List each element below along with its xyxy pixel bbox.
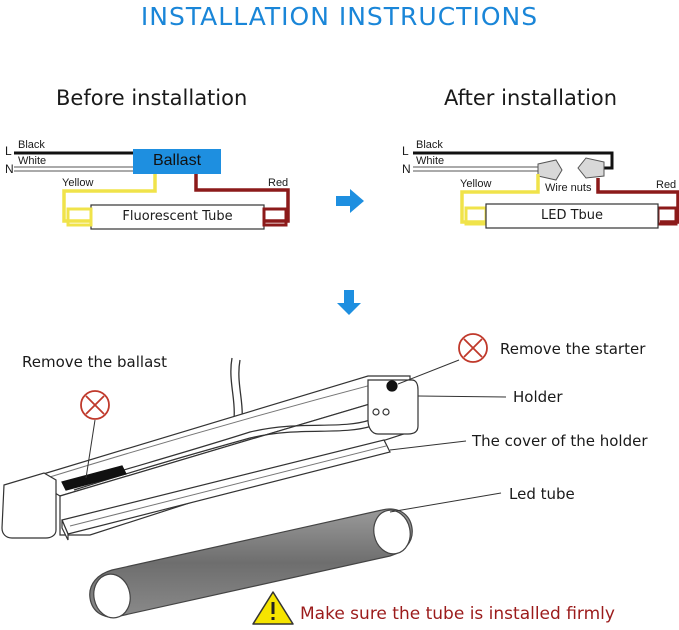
after-n-label: N bbox=[402, 162, 411, 176]
ballast-leader-line bbox=[85, 419, 96, 479]
wire-nut-right-icon bbox=[577, 157, 605, 179]
holder-label: Holder bbox=[513, 388, 563, 406]
starter-leader-line bbox=[397, 359, 460, 385]
ballast-box bbox=[133, 149, 221, 174]
holder-cover-label: The cover of the holder bbox=[472, 432, 648, 450]
before-n-label: N bbox=[5, 162, 14, 176]
remove-ballast-label: Remove the ballast bbox=[22, 353, 167, 371]
right-holder bbox=[367, 379, 419, 435]
after-yellow-label: Yellow bbox=[460, 178, 492, 190]
remove-starter-icon bbox=[458, 333, 488, 363]
led-tube-box bbox=[485, 203, 659, 229]
remove-starter-label: Remove the starter bbox=[500, 340, 646, 358]
after-installation-heading: After installation bbox=[444, 86, 618, 110]
led-tube-illustration bbox=[89, 508, 413, 619]
tube-leader-line bbox=[389, 492, 502, 513]
before-yellow-label: Yellow bbox=[62, 177, 94, 189]
wire-nuts-label: Wire nuts bbox=[545, 182, 592, 194]
holder-leader-line bbox=[417, 395, 507, 398]
down-arrow-icon bbox=[337, 290, 361, 315]
after-l-label: L bbox=[402, 144, 409, 158]
before-yellow-wire bbox=[62, 174, 157, 223]
after-wiring-diagram bbox=[413, 151, 679, 229]
warning-icon bbox=[252, 591, 294, 625]
before-red-wire bbox=[194, 174, 290, 223]
ballast-label: Ballast bbox=[152, 152, 202, 169]
fixture-illustration bbox=[1, 357, 419, 619]
led-tube-callout: Led tube bbox=[509, 485, 575, 503]
starter-component bbox=[386, 380, 398, 392]
cover-leader-line bbox=[389, 440, 467, 451]
before-black-label: Black bbox=[18, 139, 45, 151]
page-title: INSTALLATION INSTRUCTIONS bbox=[140, 2, 539, 31]
after-black-wire bbox=[413, 151, 614, 170]
left-end-cap bbox=[1, 472, 57, 539]
after-red-label: Red bbox=[656, 179, 677, 191]
after-red-wire bbox=[596, 178, 679, 224]
after-yellow-wire bbox=[460, 174, 540, 224]
ballast-component bbox=[61, 465, 127, 491]
wire-nut-left-icon bbox=[537, 159, 563, 181]
before-l-label: L bbox=[5, 144, 12, 158]
remove-ballast-icon bbox=[80, 390, 110, 420]
before-red-label: Red bbox=[268, 177, 289, 189]
after-black-label: Black bbox=[416, 139, 443, 151]
fluorescent-tube-label: Fluorescent Tube bbox=[122, 209, 233, 224]
before-white-label: White bbox=[18, 155, 47, 167]
after-white-label: White bbox=[416, 155, 445, 167]
led-tube-label: LED Tbue bbox=[540, 208, 604, 223]
before-installation-heading: Before installation bbox=[56, 86, 248, 110]
before-wiring-diagram bbox=[14, 149, 290, 230]
right-arrow-icon bbox=[336, 189, 364, 213]
warning-message: Make sure the tube is installed firmly bbox=[300, 604, 615, 624]
